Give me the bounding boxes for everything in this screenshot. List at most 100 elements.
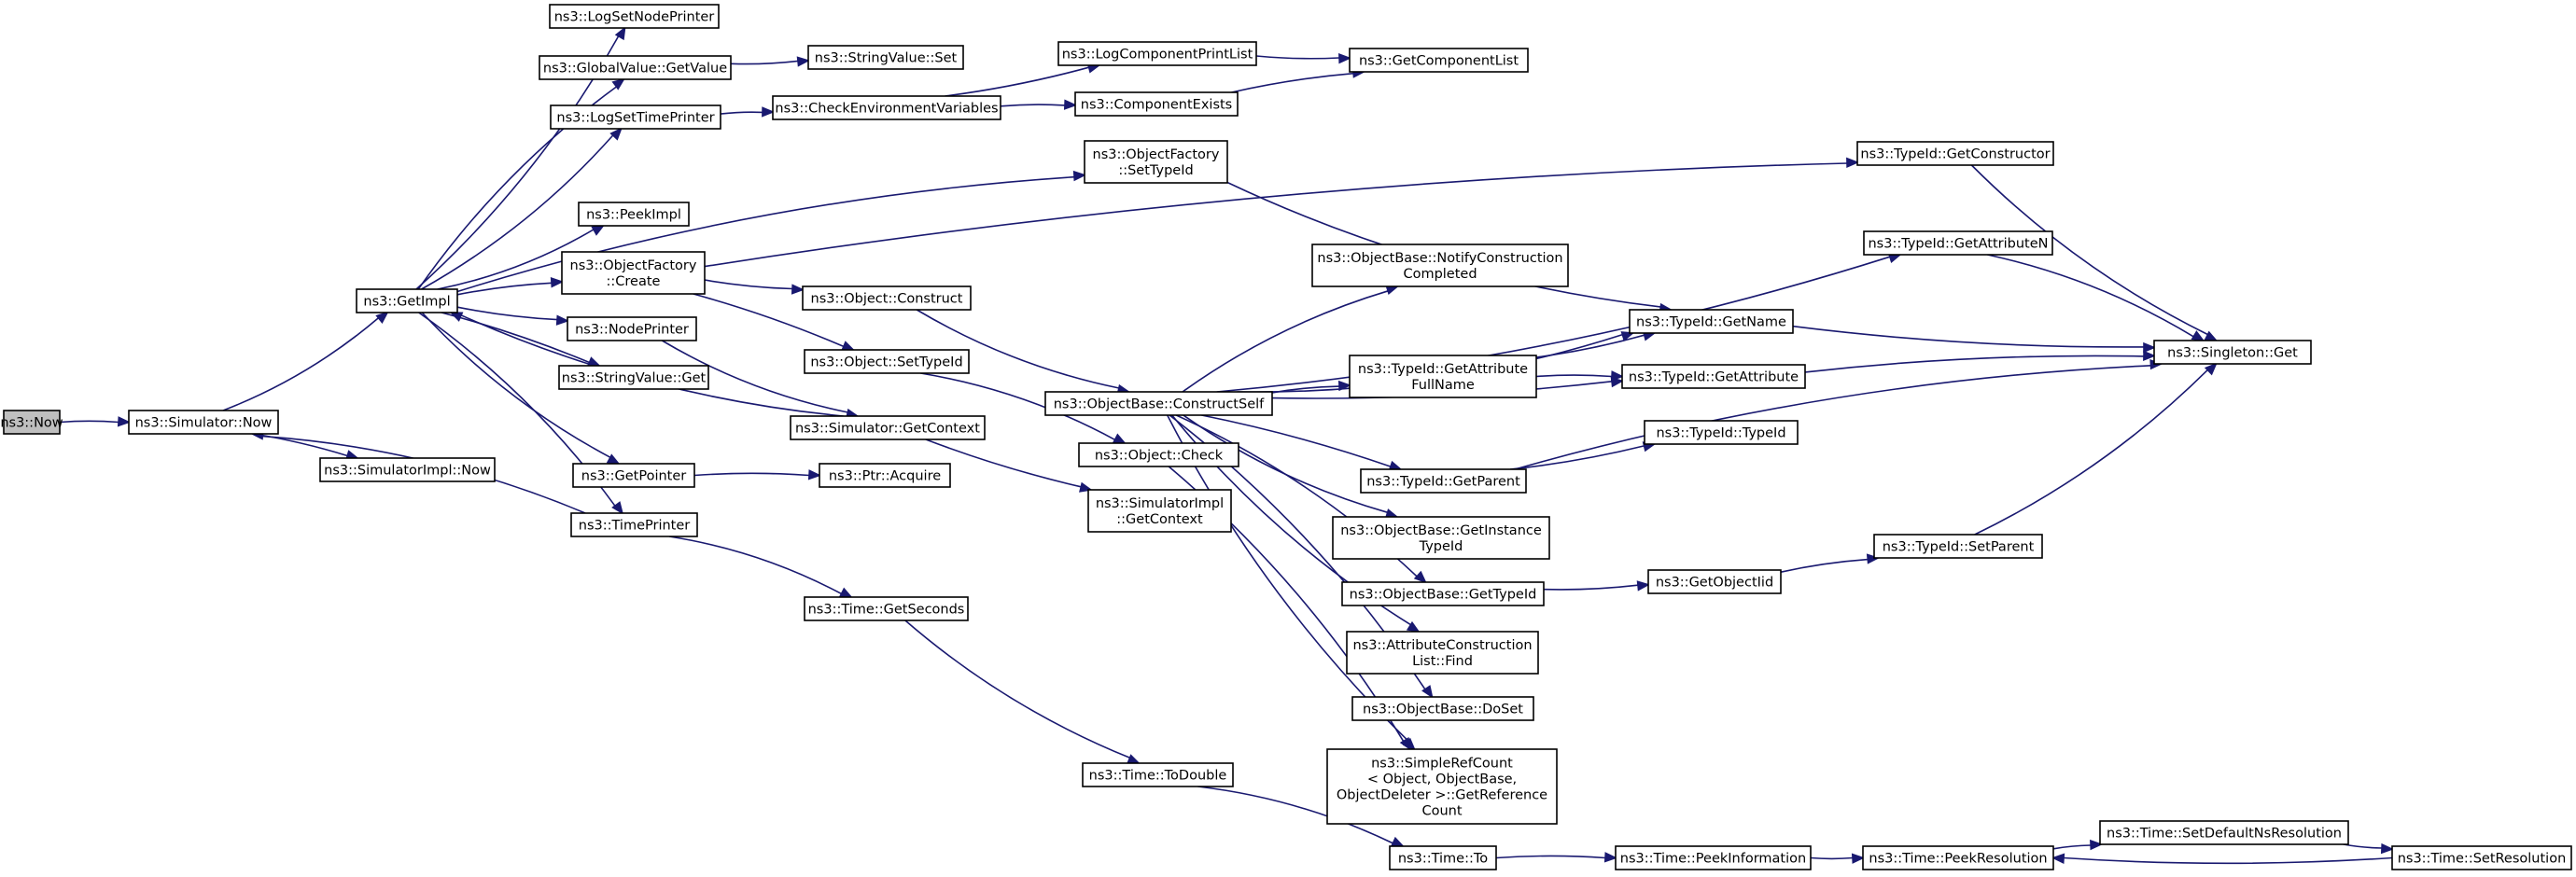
edge-line <box>456 282 553 296</box>
edge-line <box>253 433 348 457</box>
node-objcheck[interactable]: ns3::Object::Check <box>1078 442 1239 467</box>
node-label: ::Create <box>607 274 661 289</box>
node-timetodouble[interactable]: ns3::Time::ToDouble <box>1082 762 1234 787</box>
edge-timeprinter-to-timegetseconds <box>668 536 853 598</box>
edge-setresolution-to-peekresolution <box>2051 853 2393 865</box>
node-label: ns3::Time::SetResolution <box>2398 851 2567 866</box>
node-simimplnow[interactable]: ns3::SimulatorImpl::Now <box>319 457 496 482</box>
edge-line <box>1197 786 1393 844</box>
edge-line <box>693 472 810 477</box>
node-setresolution[interactable]: ns3::Time::SetResolution <box>2391 845 2572 870</box>
node-box <box>570 512 698 537</box>
edge-arrowhead <box>1413 570 1427 584</box>
node-logsetnodeprinter[interactable]: ns3::LogSetNodePrinter <box>549 4 720 29</box>
node-tidsetparent[interactable]: ns3::TypeId::SetParent <box>1873 534 2043 559</box>
edge-line <box>1514 365 2151 470</box>
node-timeprinter[interactable]: ns3::TimePrinter <box>570 512 698 537</box>
node-box <box>2153 340 2312 365</box>
node-logsettimeprinter[interactable]: ns3::LogSetTimePrinter <box>550 104 721 130</box>
node-getpointer[interactable]: ns3::GetPointer <box>572 463 695 488</box>
node-constructself[interactable]: ns3::ObjectBase::ConstructSelf <box>1044 391 1273 416</box>
edge-arrowhead <box>555 314 570 326</box>
node-logcompprint[interactable]: ns3::LogComponentPrintList <box>1057 41 1257 66</box>
edge-arrowhead <box>449 312 464 322</box>
node-objsettypeid[interactable]: ns3::Object::SetTypeId <box>804 349 970 374</box>
node-ptracquire[interactable]: ns3::Ptr::Acquire <box>819 463 951 488</box>
node-getcomplist[interactable]: ns3::GetComponentList <box>1349 48 1529 73</box>
edge-line <box>1231 72 1354 93</box>
node-tidgetname[interactable]: ns3::TypeId::GetName <box>1629 309 1794 334</box>
node-label: ns3::Time::ToDouble <box>1089 768 1227 783</box>
edge-globalvalue-to-strvalset <box>730 56 811 67</box>
node-nodeprinter[interactable]: ns3::NodePrinter <box>567 316 697 341</box>
node-box <box>1629 309 1794 334</box>
edge-arrowhead <box>796 56 811 67</box>
edge-getobjectiid-to-tidsetparent <box>1780 553 1881 573</box>
node-tidtypeid[interactable]: ns3::TypeId::TypeId <box>1644 420 1799 445</box>
node-ofsettypeid[interactable]: ns3::ObjectFactory::SetTypeId <box>1084 140 1228 184</box>
node-objconstruct[interactable]: ns3::Object::Construct <box>802 285 972 311</box>
node-label: ns3::ObjectBase::NotifyConstruction <box>1317 251 1562 266</box>
edge-line <box>693 293 845 348</box>
edge-arrowhead <box>1112 433 1127 444</box>
edge-arrowhead <box>611 501 624 515</box>
node-box <box>1644 420 1799 445</box>
node-simimplgetctx[interactable]: ns3::SimulatorImpl::GetContext <box>1087 489 1232 533</box>
node-tidgetparent[interactable]: ns3::TypeId::GetParent <box>1360 468 1527 494</box>
node-label: ns3::TypeId::GetAttributeN <box>1868 236 2048 251</box>
node-tidgetattr[interactable]: ns3::TypeId::GetAttribute <box>1621 364 1806 389</box>
node-box <box>319 457 496 482</box>
edge-arrowhead <box>1851 853 1866 864</box>
node-checkenv[interactable]: ns3::CheckEnvironmentVariables <box>772 95 1001 120</box>
node-singletonget[interactable]: ns3::Singleton::Get <box>2153 340 2312 365</box>
node-timegetseconds[interactable]: ns3::Time::GetSeconds <box>804 596 969 621</box>
edge-arrowhead <box>1063 99 1078 110</box>
node-label: ns3::Simulator::GetContext <box>795 421 980 436</box>
edge-arrowhead <box>1072 170 1087 182</box>
node-label: ns3::TypeId::GetConstructor <box>1860 146 2050 161</box>
node-label: ns3::TypeId::GetAttribute <box>1629 369 1799 384</box>
edge-tidgetattr-to-singletonget <box>1804 350 2157 373</box>
edge-line <box>704 162 1848 268</box>
edge-line <box>945 66 1089 97</box>
node-notifyconstr[interactable]: ns3::ObjectBase::NotifyConstructionCompl… <box>1311 244 1569 287</box>
node-label: < Object, ObjectBase, <box>1367 772 1517 787</box>
node-ofcreate[interactable]: ns3::ObjectFactory::Create <box>561 251 706 295</box>
node-getrefcount[interactable]: ns3::SimpleRefCount< Object, ObjectBase,… <box>1326 748 1558 825</box>
node-getimpl[interactable]: ns3::GetImpl <box>356 288 458 313</box>
edge-arrowhead <box>614 26 626 41</box>
node-doset[interactable]: ns3::ObjectBase::DoSet <box>1351 696 1534 721</box>
node-label: ObjectDeleter >::GetReference <box>1337 787 1547 802</box>
edge-line <box>730 60 799 65</box>
edge-line <box>2343 843 2383 849</box>
node-setdefaultns[interactable]: ns3::Time::SetDefaultNsResolution <box>2099 820 2349 845</box>
node-label: ns3::Object::SetTypeId <box>810 355 962 369</box>
node-box <box>356 288 458 313</box>
node-label: List::Find <box>1412 654 1473 669</box>
node-now[interactable]: ns3::Now <box>0 410 63 435</box>
node-strvalget[interactable]: ns3::StringValue::Get <box>558 365 709 390</box>
node-peekinfo[interactable]: ns3::Time::PeekInformation <box>1615 845 1812 870</box>
node-box <box>802 285 972 311</box>
node-tidgetconstructor[interactable]: ns3::TypeId::GetConstructor <box>1856 141 2054 166</box>
node-compexists[interactable]: ns3::ComponentExists <box>1074 91 1239 117</box>
node-obgettypeid[interactable]: ns3::ObjectBase::GetTypeId <box>1341 581 1545 606</box>
node-timeto[interactable]: ns3::Time::To <box>1389 845 1497 870</box>
edge-line <box>1792 325 2145 348</box>
node-peekimpl[interactable]: ns3::PeekImpl <box>578 202 690 227</box>
node-peekresolution[interactable]: ns3::Time::PeekResolution <box>1862 845 2054 870</box>
node-strvalset[interactable]: ns3::StringValue::Set <box>807 45 964 70</box>
node-label: ns3::ObjectBase::DoSet <box>1363 702 1523 717</box>
edge-line <box>59 420 119 424</box>
node-getobjectiid[interactable]: ns3::GetObjectIid <box>1647 569 1782 594</box>
node-label: ns3::StringValue::Get <box>562 370 707 385</box>
node-simnow[interactable]: ns3::Simulator::Now <box>128 410 279 435</box>
node-globalvalue[interactable]: ns3::GlobalValue::GetValue <box>539 55 732 80</box>
node-getcontext[interactable]: ns3::Simulator::GetContext <box>790 415 986 440</box>
node-tidgetattrn[interactable]: ns3::TypeId::GetAttributeN <box>1863 230 2053 256</box>
node-label: ns3::StringValue::Set <box>815 50 958 65</box>
